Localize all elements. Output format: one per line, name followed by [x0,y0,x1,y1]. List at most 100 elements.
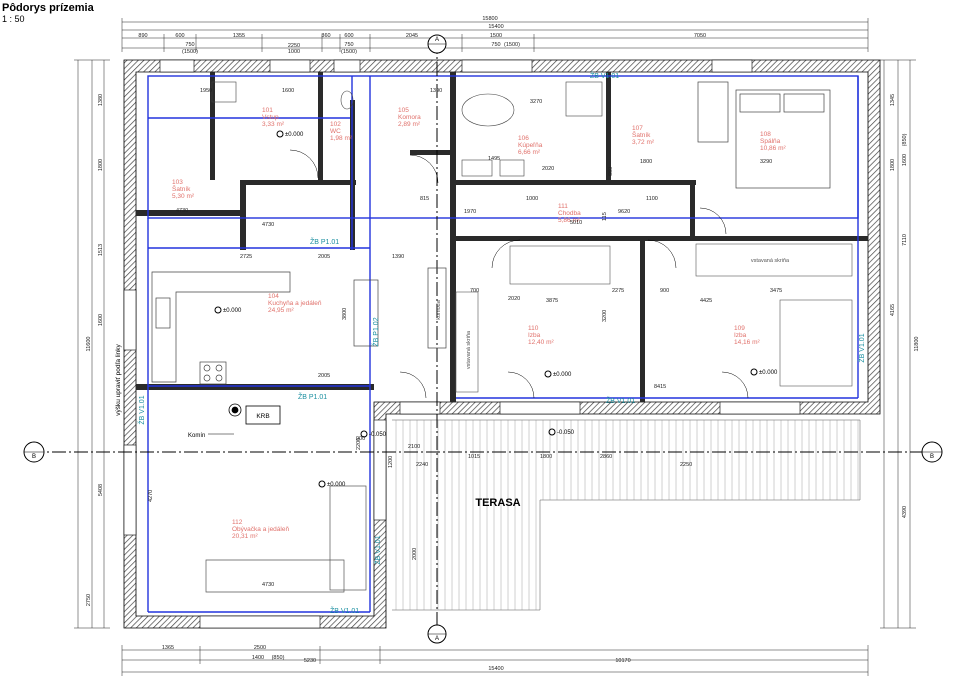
inner-dim-41: 115 [602,212,608,221]
inner-dim-4: 3290 [760,159,772,165]
inner-dim-0: 1950 [200,88,212,94]
dim-bottom-0: 1365 [162,645,174,651]
section-marker-b-left: B [32,454,36,460]
inner-dim-38: 1100 [646,196,658,202]
dim-right-2: 7110 [902,234,908,246]
dim-top-sub-3: 750 [344,42,353,48]
dim-bottom-1: 2500 [254,645,266,651]
inner-dim-22: 8415 [654,384,666,390]
top-dimension-lines [121,18,869,52]
sofa [205,485,367,593]
dim-left-total: 11600 [86,337,92,352]
dim-right-4: 11800 [914,337,920,352]
inner-dim-27: 2240 [416,462,428,468]
kitchen-counter [151,267,447,385]
fireplace [228,403,281,425]
zb-p101-lower: ŽB P1.01 [298,392,327,401]
dim-top-7: 1500 [490,33,502,39]
plan-scale: 1 : 50 [2,14,25,24]
dim-top-sub-0: 750 [185,42,194,48]
dim-left-3: 1600 [98,314,104,326]
dim-top-sub-1: (1500) [182,49,198,55]
section-marker-a-top: A [435,37,439,43]
inner-dim-2: 1390 [430,88,442,94]
vstavana-skrina-label: vstavaná skriňa [751,258,790,264]
section-marker-b-right: B [930,454,934,460]
zb-p102-vertical: ŽB P1.02 [371,317,380,346]
inner-dim-18: 2275 [612,288,624,294]
inner-dim-42: 3200 [602,310,608,322]
inner-dim-15: 700 [470,288,479,294]
bottom-dimension-lines [121,645,869,676]
inner-dim-21: 3475 [770,288,782,294]
right-dimension-lines [880,59,916,629]
dim-bottom-2: 5230 [304,658,316,664]
level-109: ±0.000 [759,370,778,376]
dim-top-sub-6: (1500) [504,42,520,48]
dim-top-1: 600 [175,33,184,39]
bed [697,81,831,189]
dim-right-3: 4165 [890,304,896,316]
inner-dim-29: 1800 [540,454,552,460]
level-112: ±0.000 [327,482,346,488]
krb-label: KRB [256,413,269,420]
dim-top-8: 7050 [694,33,706,39]
inner-dim-1: 1600 [282,88,294,94]
inner-dim-10: 5010 [570,220,582,226]
zb-v101-left: ŽB V1.01 [137,395,146,424]
inner-dim-35: 900 [356,436,365,442]
dim-top-6: 2045 [406,33,418,39]
inner-dim-3: 3270 [530,99,542,105]
dim-top-sub-4: (1500) [341,49,357,55]
level-101: ±0.000 [285,132,304,138]
dim-right-0: 1345 [890,94,896,106]
terrace-deck [392,419,861,611]
dim-left-1: 1800 [98,159,104,171]
inner-dim-40: 660 [608,167,614,176]
vysku-note: výšku upraviť podľa linky [115,343,122,415]
wardrobes [455,243,853,393]
dim-bottom-3: 10170 [615,658,630,664]
zb-v101-terrace: ŽB V1.01 [373,535,382,564]
inner-dim-16: 2020 [508,296,520,302]
inner-dim-19: 900 [660,288,669,294]
dim-top-sub-5: 750 [491,42,500,48]
inner-dim-34: 2000 [412,548,418,560]
inner-dim-37: 1000 [526,196,538,202]
section-marker-a-bottom: A [435,636,439,642]
inner-dim-5: 1495 [488,156,500,162]
zb-v101-top: ŽB V1.01 [590,71,619,80]
dim-bottom-sub-0: 1400 [252,655,264,661]
inner-dim-7: 1800 [640,159,652,165]
dim-top-total: 15800 [482,16,497,22]
dim-right-sub-1: (850) [902,133,908,146]
door-swings [289,149,749,399]
terrace-boards [395,420,859,610]
level-entry: -0.050 [369,432,387,438]
dim-left-0: 1380 [98,94,104,106]
dim-top-2: 1355 [233,33,245,39]
inner-dim-43: 3800 [342,308,348,320]
inner-dim-11: 9620 [618,209,630,215]
dim-right-1: 1800 [890,159,896,171]
inner-dim-33: 1200 [388,456,394,468]
inner-dim-20: 4425 [700,298,712,304]
inner-dim-31: 2250 [680,462,692,468]
section-line-b [23,441,943,463]
level-110: ±0.000 [553,372,572,378]
dim-top-3: 2250 [288,43,300,49]
inner-dim-23: 4730 [262,222,274,228]
inner-dim-17: 3875 [546,298,558,304]
